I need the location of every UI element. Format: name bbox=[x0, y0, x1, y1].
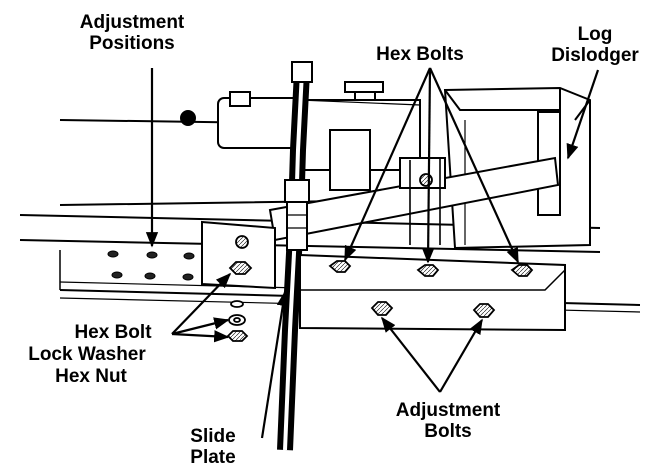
label-adjustment-bolts-line1: Adjustment bbox=[395, 400, 501, 421]
label-lock-washer: Lock Washer bbox=[28, 344, 146, 365]
label-adjustment-positions: Adjustment Positions bbox=[62, 12, 202, 54]
leader-arrows bbox=[145, 67, 600, 439]
adjustment-position-holes bbox=[107, 250, 195, 281]
label-log-dislodger-line2: Dislodger bbox=[551, 45, 639, 66]
label-log-dislodger-line1: Log bbox=[577, 24, 613, 45]
label-adjustment-positions-line1: Adjustment bbox=[79, 12, 185, 33]
label-slide-plate-line2: Plate bbox=[190, 447, 236, 468]
label-slide-plate: Slide Plate bbox=[168, 426, 258, 468]
hydraulic-cylinder bbox=[59, 81, 421, 206]
label-hex-bolts: Hex Bolts bbox=[376, 44, 464, 65]
hex-bolt-washer-nut bbox=[226, 235, 253, 342]
label-adjustment-bolts: Adjustment Bolts bbox=[368, 400, 528, 442]
label-log-dislodger: Log Dislodger bbox=[540, 24, 647, 66]
adjustment-bolts bbox=[370, 301, 496, 318]
label-slide-plate-line1: Slide bbox=[190, 426, 236, 447]
label-hex-nut: Hex Nut bbox=[55, 366, 127, 387]
label-adjustment-bolts-line2: Bolts bbox=[424, 421, 472, 442]
label-adjustment-positions-line2: Positions bbox=[89, 33, 175, 54]
slide-plate bbox=[201, 220, 566, 332]
label-hex-bolt: Hex Bolt bbox=[74, 322, 152, 343]
hydraulic-hose bbox=[277, 61, 313, 451]
